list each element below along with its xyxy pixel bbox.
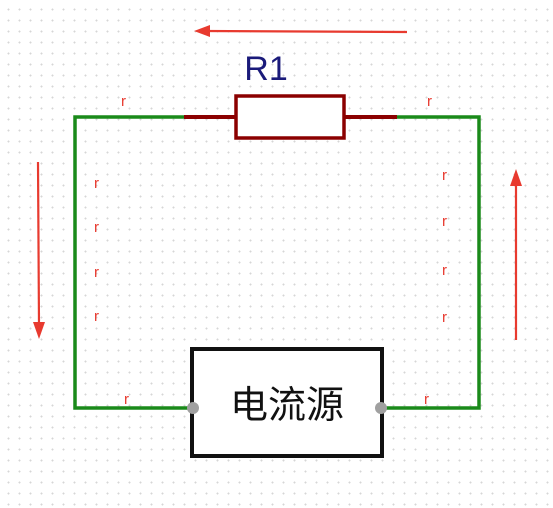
arrow-left-down <box>33 161 45 339</box>
r-label: r <box>442 309 447 326</box>
r-label: r <box>94 308 99 325</box>
arrow-top-left <box>194 25 408 37</box>
r-label: r <box>94 219 99 236</box>
current-source[interactable] <box>190 347 384 458</box>
r-label: r <box>424 391 429 408</box>
r-label: r <box>442 213 447 230</box>
terminal-right[interactable] <box>375 402 387 414</box>
r-label: r <box>94 264 99 281</box>
resistance-labels: r r r r r r r r r r r r <box>94 93 447 408</box>
terminal-left[interactable] <box>187 402 199 414</box>
wire-top-left <box>73 115 192 410</box>
r-label: r <box>121 93 126 110</box>
r-label: r <box>124 391 129 408</box>
r-label: r <box>94 175 99 192</box>
resistor-label: R1 <box>244 50 287 88</box>
current-source-label: 电流源 <box>230 383 344 427</box>
arrow-right-up <box>510 169 522 340</box>
r-label: r <box>442 167 447 184</box>
r-label: r <box>442 262 447 279</box>
r-label: r <box>427 93 432 110</box>
resistor-r1[interactable] <box>234 94 346 140</box>
wire-top-right <box>381 115 481 410</box>
